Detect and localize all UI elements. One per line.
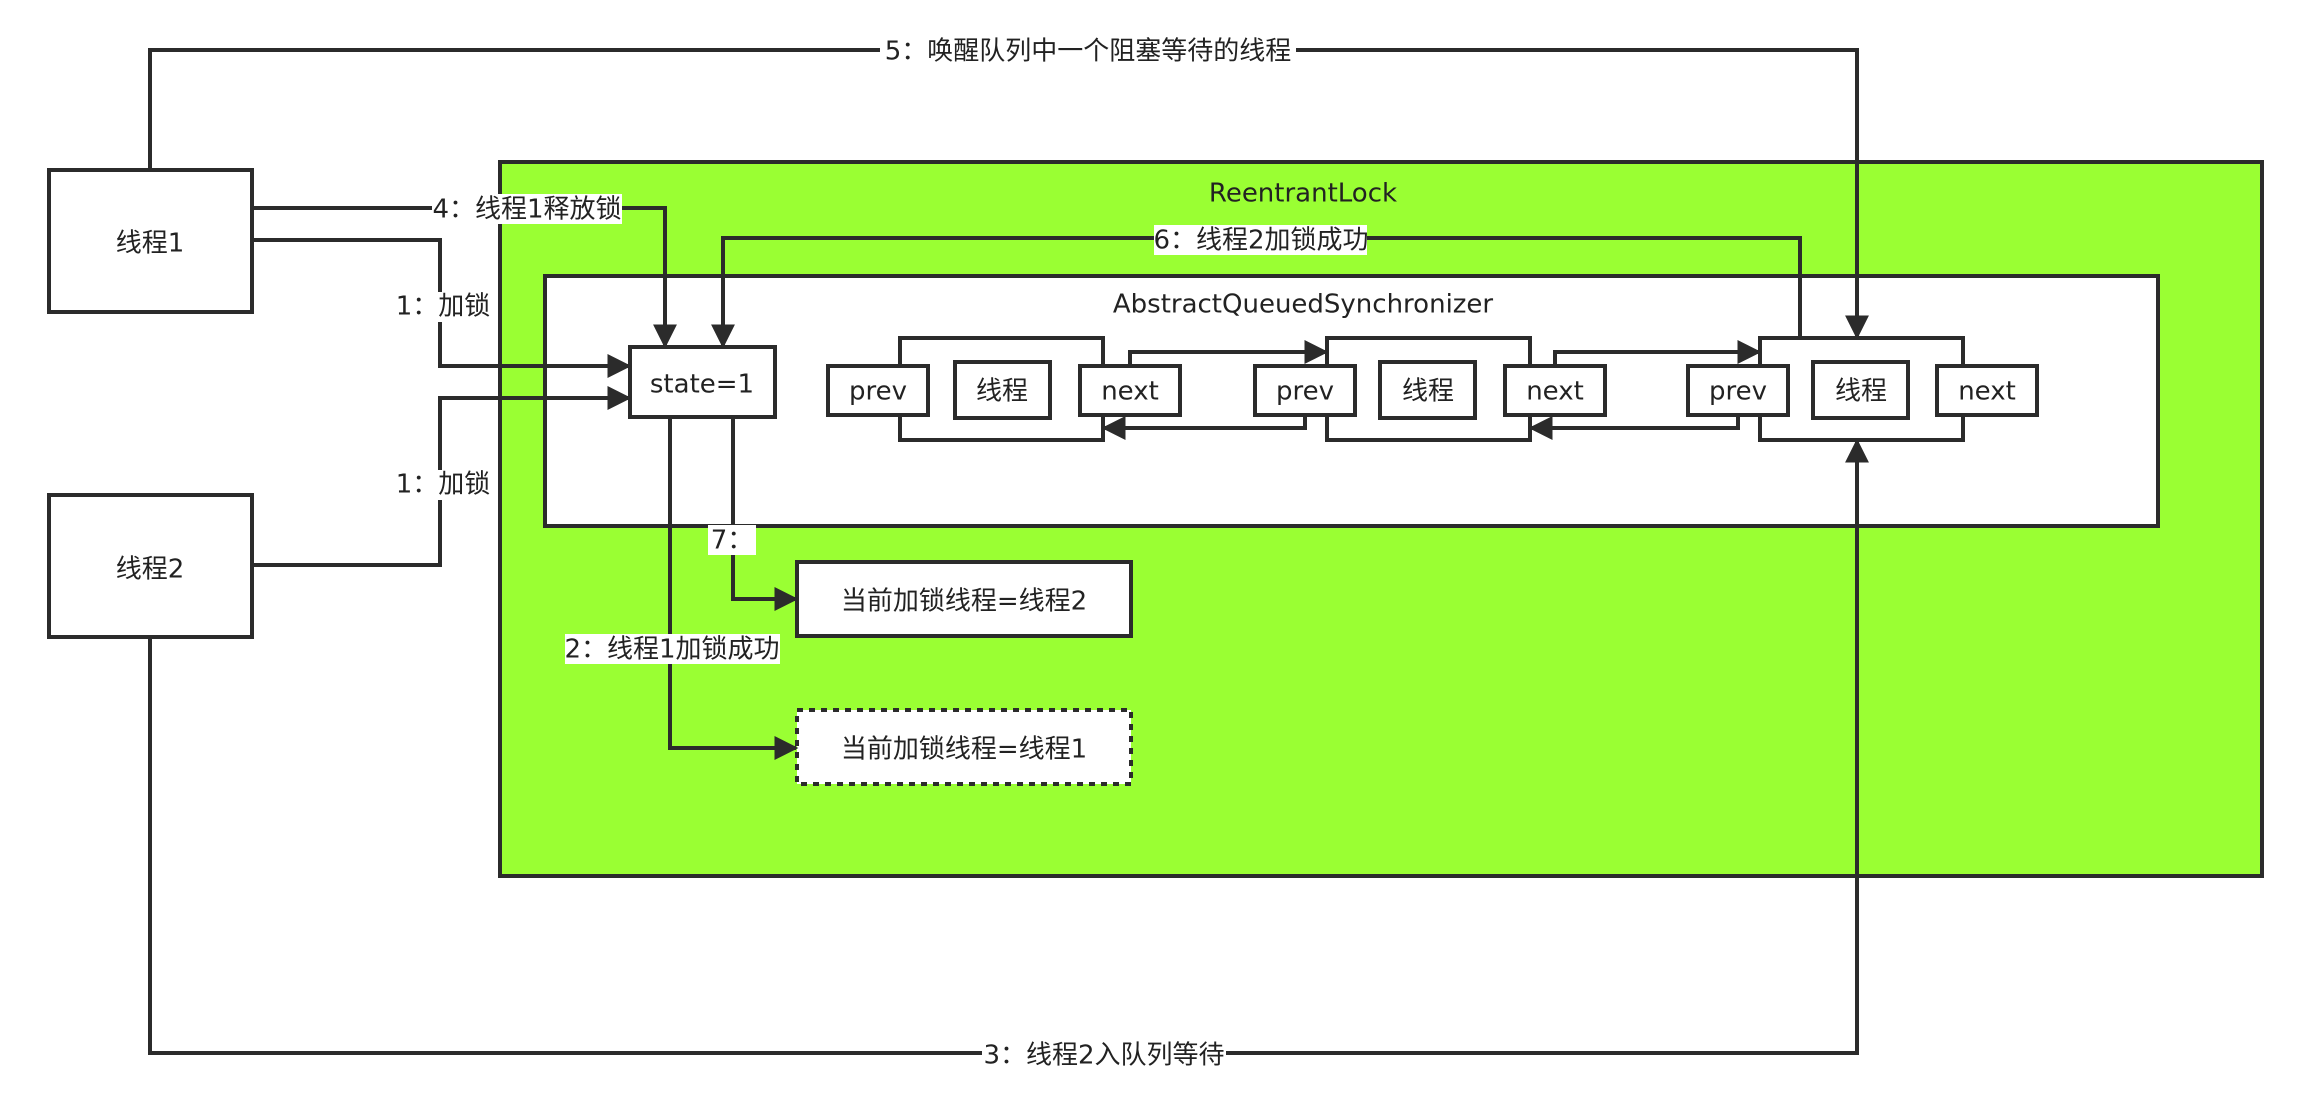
node1-next-label: next [1101, 377, 1159, 407]
node2-thread-label: 线程 [1402, 377, 1454, 407]
node2-next-label: next [1526, 377, 1584, 407]
step-label-7: 7： [708, 525, 756, 556]
step-label-2-text: 2：线程1加锁成功 [564, 635, 779, 665]
step-label-4-text: 4：线程1释放锁 [432, 195, 621, 225]
state-label: state=1 [650, 370, 754, 400]
step-label-3-text: 3：线程2入队列等待 [983, 1041, 1224, 1071]
queue-node-3: prev 线程 next [1686, 336, 2039, 442]
owner-current-label: 当前加锁线程=线程2 [841, 587, 1087, 617]
node1-next [1078, 364, 1182, 417]
owner-previous-box [795, 708, 1133, 786]
step-label-5: 5：唤醒队列中一个阻塞等待的线程 [880, 36, 1296, 67]
step-label-7-text: 7： [711, 526, 754, 556]
owner-previous-label: 当前加锁线程=线程1 [841, 735, 1087, 765]
node1-prev-label: prev [849, 377, 907, 407]
node2-prev [1253, 364, 1357, 417]
step-label-1a-text: 1：加锁 [396, 292, 491, 322]
arrow-thread1-acquired [668, 417, 799, 760]
link-node2-prev-to-node1 [1101, 415, 1307, 440]
node1-thread-label: 线程 [976, 377, 1028, 407]
node3-next [1935, 364, 2039, 417]
node3-next-label: next [1958, 377, 2016, 407]
step-label-3: 3：线程2入队列等待 [982, 1040, 1226, 1071]
node2-thread [1378, 360, 1477, 420]
step-label-1b-text: 1：加锁 [396, 470, 491, 500]
step-label-6: 6：线程2加锁成功 [1153, 225, 1369, 256]
arrow-thread1-release [252, 206, 677, 349]
step-label-4: 4：线程1释放锁 [432, 194, 622, 225]
node3-thread [1811, 360, 1910, 420]
step-label-2: 2：线程1加锁成功 [564, 634, 780, 665]
thread2-label: 线程2 [116, 555, 185, 585]
node1-thread [953, 360, 1052, 420]
node3-prev [1686, 364, 1790, 417]
reentrantlock-title: ReentrantLock [1209, 179, 1397, 209]
node2-next [1503, 364, 1607, 417]
aqs-title: AbstractQueuedSynchronizer [1113, 290, 1494, 320]
state-box [628, 345, 777, 419]
link-node1-next-to-node2 [1128, 340, 1329, 366]
step-label-1b: 1：加锁 [392, 470, 494, 500]
owner-current-box [795, 560, 1133, 638]
step-label-6-text: 6：线程2加锁成功 [1153, 226, 1368, 256]
queue-node-2: prev 线程 next [1253, 336, 1607, 442]
arrow-owner-current [731, 417, 799, 611]
step-label-5-text: 5：唤醒队列中一个阻塞等待的线程 [885, 37, 1292, 67]
link-node3-prev-to-node2 [1528, 415, 1740, 440]
thread1-box [47, 168, 254, 314]
node2-prev-label: prev [1276, 377, 1334, 407]
link-node2-next-to-node3 [1553, 340, 1762, 366]
node3-prev-label: prev [1709, 377, 1767, 407]
step-label-1a: 1：加锁 [392, 292, 494, 322]
node1-prev [826, 364, 930, 417]
queue-node-1: prev 线程 next [826, 336, 1182, 442]
thread1-label: 线程1 [116, 229, 185, 259]
node3-thread-label: 线程 [1835, 377, 1887, 407]
